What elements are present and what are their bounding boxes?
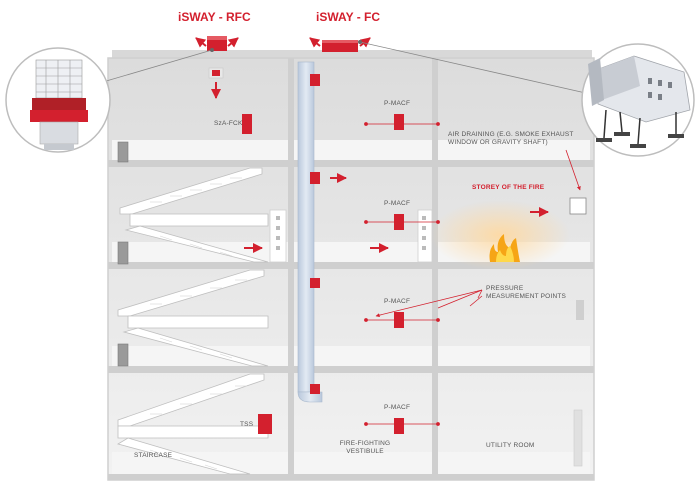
pmacf-label-floor-3: P-MACF — [384, 200, 411, 207]
pmacf-label-floor-2: P-MACF — [384, 298, 411, 305]
duct-elbow — [297, 391, 323, 403]
isway-rfc-unit — [207, 36, 227, 51]
fire-icon — [489, 234, 520, 262]
isway-rfc-title: iSWAY - RFC — [178, 10, 251, 24]
rfc-unit-callout — [5, 47, 214, 153]
pressure-points-label: PRESSURE MEASUREMENT POINTS — [486, 285, 567, 300]
tss-label: TSS — [240, 421, 254, 428]
utility-door — [573, 409, 583, 467]
isway-fc-title: iSWAY - FC — [316, 10, 381, 24]
pmacf-label-floor-1: P-MACF — [384, 404, 411, 411]
vertical-air-duct — [297, 61, 315, 393]
fire-fighting-vestibule-label: FIRE-FIGHTING VESTIBULE — [339, 440, 391, 455]
right-wall-vent — [576, 300, 584, 320]
utility-room-label: UTILITY ROOM — [486, 442, 535, 449]
wall-vent-icons — [117, 141, 129, 367]
staircase-label: STAIRCASE — [134, 452, 173, 459]
air-draining-label: AIR DRAINING (E.G. SMOKE EXHAUST WINDOW … — [448, 131, 574, 146]
red-devices — [242, 74, 404, 434]
storey-of-fire-label: STOREY OF THE FIRE — [472, 184, 545, 191]
pointer-lines — [375, 149, 581, 318]
pressure-lines — [364, 122, 440, 426]
fire-glow — [430, 200, 570, 270]
air-draining-window — [569, 197, 587, 215]
pmacf-label-floor-4: P-MACF — [384, 100, 411, 107]
stair-steps — [149, 177, 247, 470]
floor-slabs — [108, 160, 594, 480]
isway-fc-unit — [322, 40, 358, 52]
airflow-arrows — [195, 37, 549, 253]
interior-walls — [288, 58, 438, 476]
fc-unit-callout — [358, 40, 695, 157]
staircase — [116, 167, 269, 475]
sza-fck-label: SzA-FCK — [214, 120, 243, 127]
